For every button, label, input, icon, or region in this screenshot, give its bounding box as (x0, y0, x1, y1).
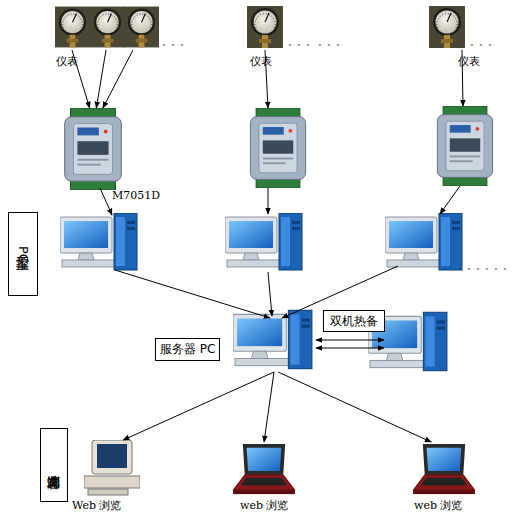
laptop-icon (413, 444, 475, 494)
client-laptop: web 浏览 (232, 442, 296, 496)
ellipsis-mark: 。。。。。。 (458, 262, 512, 271)
device-label: web 浏览 (240, 500, 288, 512)
pc-icon (225, 213, 302, 270)
box-label: 双机热备 (330, 313, 378, 330)
io-module (65, 108, 122, 190)
arrow-connector (264, 372, 274, 442)
arrow-connector (278, 372, 431, 442)
link-lines (100, 50, 463, 348)
arrow-connector (96, 50, 106, 108)
client-desktop: Web 浏览 (84, 440, 140, 496)
device-label: 仪表 (56, 56, 78, 68)
servers (233, 310, 447, 370)
server-pc: 服务器 PC (233, 306, 315, 372)
gauge-row (55, 6, 465, 48)
link-line (440, 186, 460, 214)
gauge-icon (247, 6, 283, 48)
io-modules (65, 106, 493, 190)
gauge-group: 仪表 (428, 6, 466, 50)
desktop-icon (84, 440, 140, 495)
laptop-icon (233, 444, 295, 494)
io-module: M7051D (60, 108, 126, 190)
ellipsis-mark: 。。。 (470, 38, 497, 47)
hot-standby-link (316, 348, 384, 349)
client-laptop: web 浏览 (412, 442, 476, 496)
tag-label: 服务器 PC (155, 338, 220, 361)
gauge-group: 仪表 (246, 6, 284, 50)
link-line (100, 188, 112, 215)
io-module (437, 106, 492, 186)
arrow-connector (123, 372, 274, 440)
link-line (268, 272, 272, 316)
pc-icon (60, 213, 137, 270)
ellipsis-mark: 。。。 。。。 (288, 38, 345, 47)
standby-label-box: 双机热备 (323, 310, 385, 332)
group-label-box: 工控室PC (8, 212, 38, 296)
vertical-label: 工控室PC (17, 246, 30, 263)
gauge-icon (124, 7, 159, 48)
link-line (268, 188, 269, 214)
link-line (115, 270, 270, 318)
device-label: M7051D (112, 190, 160, 202)
io-module (250, 108, 305, 188)
pc-icon (385, 213, 462, 270)
device-label: 仪表 (458, 56, 480, 68)
device-label: 仪表 (250, 56, 272, 68)
group-label-box: 客户端浏览 (40, 428, 68, 502)
gauge-group: 仪表 (52, 6, 160, 50)
gauge-icon (90, 7, 125, 48)
gauge-icon (429, 6, 465, 48)
hot-standby-link (316, 340, 384, 341)
ellipsis-mark: 。。。 (162, 38, 189, 47)
gauge-icon (55, 7, 90, 48)
server-icon (233, 310, 312, 368)
device-label: web 浏览 (414, 500, 462, 512)
device-label: Web 浏览 (72, 500, 121, 512)
control-pcs (60, 213, 462, 270)
arrow-connector (103, 50, 133, 108)
clients (84, 440, 475, 495)
